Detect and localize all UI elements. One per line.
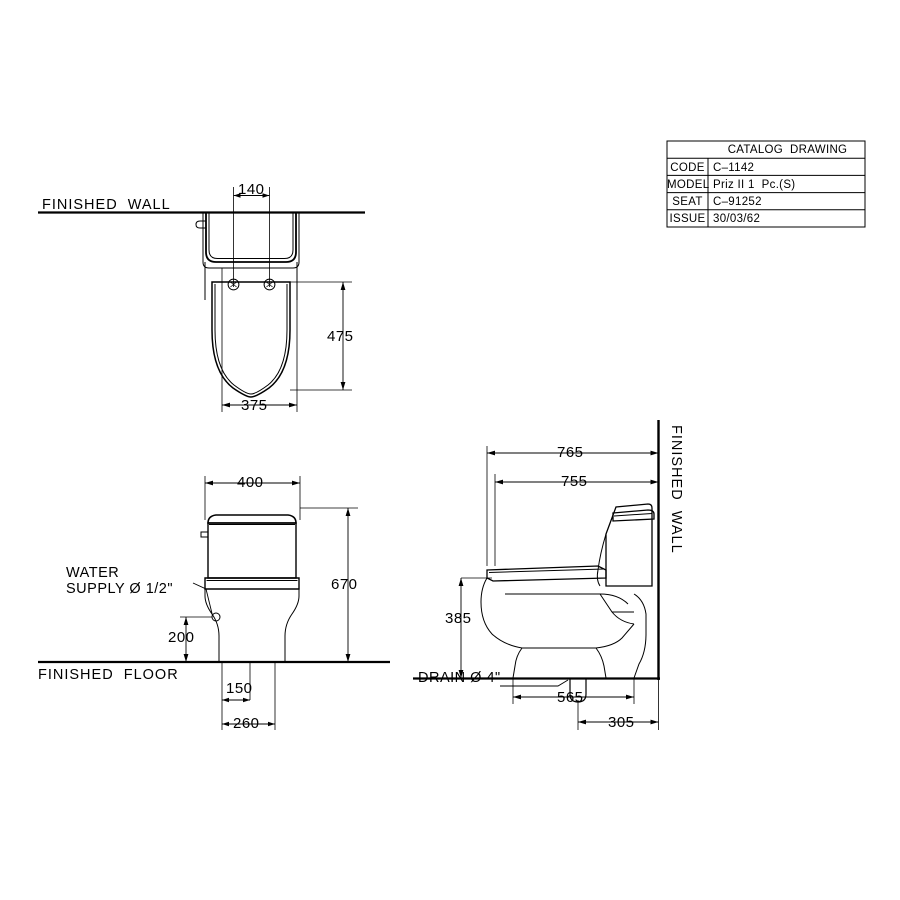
side-finished-wall-label: FINISHED WALL [668, 425, 684, 554]
side-tank-outline [605, 503, 653, 587]
title-block-label-seat: SEAT [672, 195, 703, 208]
side-drain-label: DRAIN Ø 4" [418, 670, 501, 686]
side-dim-755-label: 755 [561, 473, 588, 490]
side-dim-305 [578, 719, 659, 725]
front-flush-lever-icon [200, 531, 208, 538]
front-tank-outline [207, 522, 297, 579]
title-block-label-code: CODE [670, 161, 705, 174]
side-drain-leader [500, 679, 569, 687]
side-pedestal-right [595, 647, 607, 679]
front-view-geometry [38, 476, 390, 730]
plan-flush-lever-icon [195, 220, 206, 229]
side-dim-305-label: 305 [608, 714, 635, 731]
side-dim-565 [513, 694, 634, 700]
plan-dim-140-label: 140 [238, 181, 265, 198]
plan-dim-475 [340, 282, 346, 390]
side-view-geometry [413, 420, 660, 730]
front-dim-150-label: 150 [226, 680, 253, 697]
front-water-supply-label-line1: WATER [66, 565, 120, 581]
plan-finished-wall-label: FINISHED WALL [42, 197, 171, 213]
title-block-value-code: C–1142 [713, 161, 755, 174]
title-block-value-issue: 30/03/62 [713, 213, 761, 226]
plan-view-geometry [38, 187, 365, 412]
plan-dim-375 [222, 402, 297, 408]
title-block-label-model: MODEL [667, 178, 710, 191]
front-dim-260 [222, 721, 275, 727]
plan-tank-outline [202, 212, 300, 269]
plan-seat-outline [211, 281, 291, 398]
side-bowl-rim-line [505, 593, 629, 605]
side-seat-plate [486, 565, 607, 582]
front-tank-lid [207, 514, 297, 524]
front-dim-150 [222, 697, 250, 703]
side-dim-385 [458, 578, 464, 678]
front-water-supply-leader [192, 582, 213, 616]
title-block-header: CATALOG DRAWING [727, 144, 848, 156]
side-trap-right [633, 593, 647, 679]
side-dim-385-label: 385 [445, 610, 472, 627]
front-water-supply-label-line2: SUPPLY Ø 1/2" [66, 581, 174, 597]
title-block-value-model: Priz II 1 Pc.(S) [713, 178, 796, 191]
front-finished-floor-label: FINISHED FLOOR [38, 667, 179, 683]
plan-dim-140 [233, 193, 270, 198]
side-dim-755 [495, 479, 659, 485]
side-dim-565-label: 565 [557, 689, 584, 706]
plan-tank-lid-inner [208, 213, 294, 259]
plan-extension-lines [221, 187, 352, 412]
front-water-supply-point-icon [211, 612, 221, 622]
front-seat-band [204, 577, 300, 590]
side-bowl-outline [480, 577, 635, 649]
side-tank-skirt [596, 533, 607, 587]
front-dim-260-label: 260 [233, 715, 260, 732]
plan-dim-475-label: 475 [327, 328, 354, 345]
plan-tank-lid [205, 211, 297, 263]
front-dim-200 [183, 617, 189, 662]
front-dim-400-label: 400 [237, 474, 264, 491]
side-dim-765 [487, 450, 659, 456]
front-dim-670 [345, 508, 351, 662]
front-dim-670-label: 670 [331, 576, 358, 593]
side-tank-lid-edge [613, 513, 653, 517]
side-trap-detail [599, 593, 635, 625]
plan-bowl-outline [204, 262, 298, 282]
side-pedestal-left [512, 647, 523, 679]
side-extension-lines [461, 446, 659, 730]
title-block-value-seat: C–91252 [713, 195, 762, 208]
side-tank-lid [612, 509, 655, 522]
title-block-borders [666, 140, 866, 228]
front-pedestal-left [204, 589, 220, 662]
front-pedestal-right [284, 589, 300, 662]
side-dim-765-label: 765 [557, 444, 584, 461]
title-block-label-issue: ISSUE [669, 213, 706, 226]
plan-seat-inner-contour [214, 284, 288, 395]
front-dim-400 [205, 480, 300, 486]
front-dim-200-label: 200 [168, 629, 195, 646]
side-seat-plate-line [488, 568, 605, 573]
plan-dim-375-label: 375 [241, 397, 268, 414]
